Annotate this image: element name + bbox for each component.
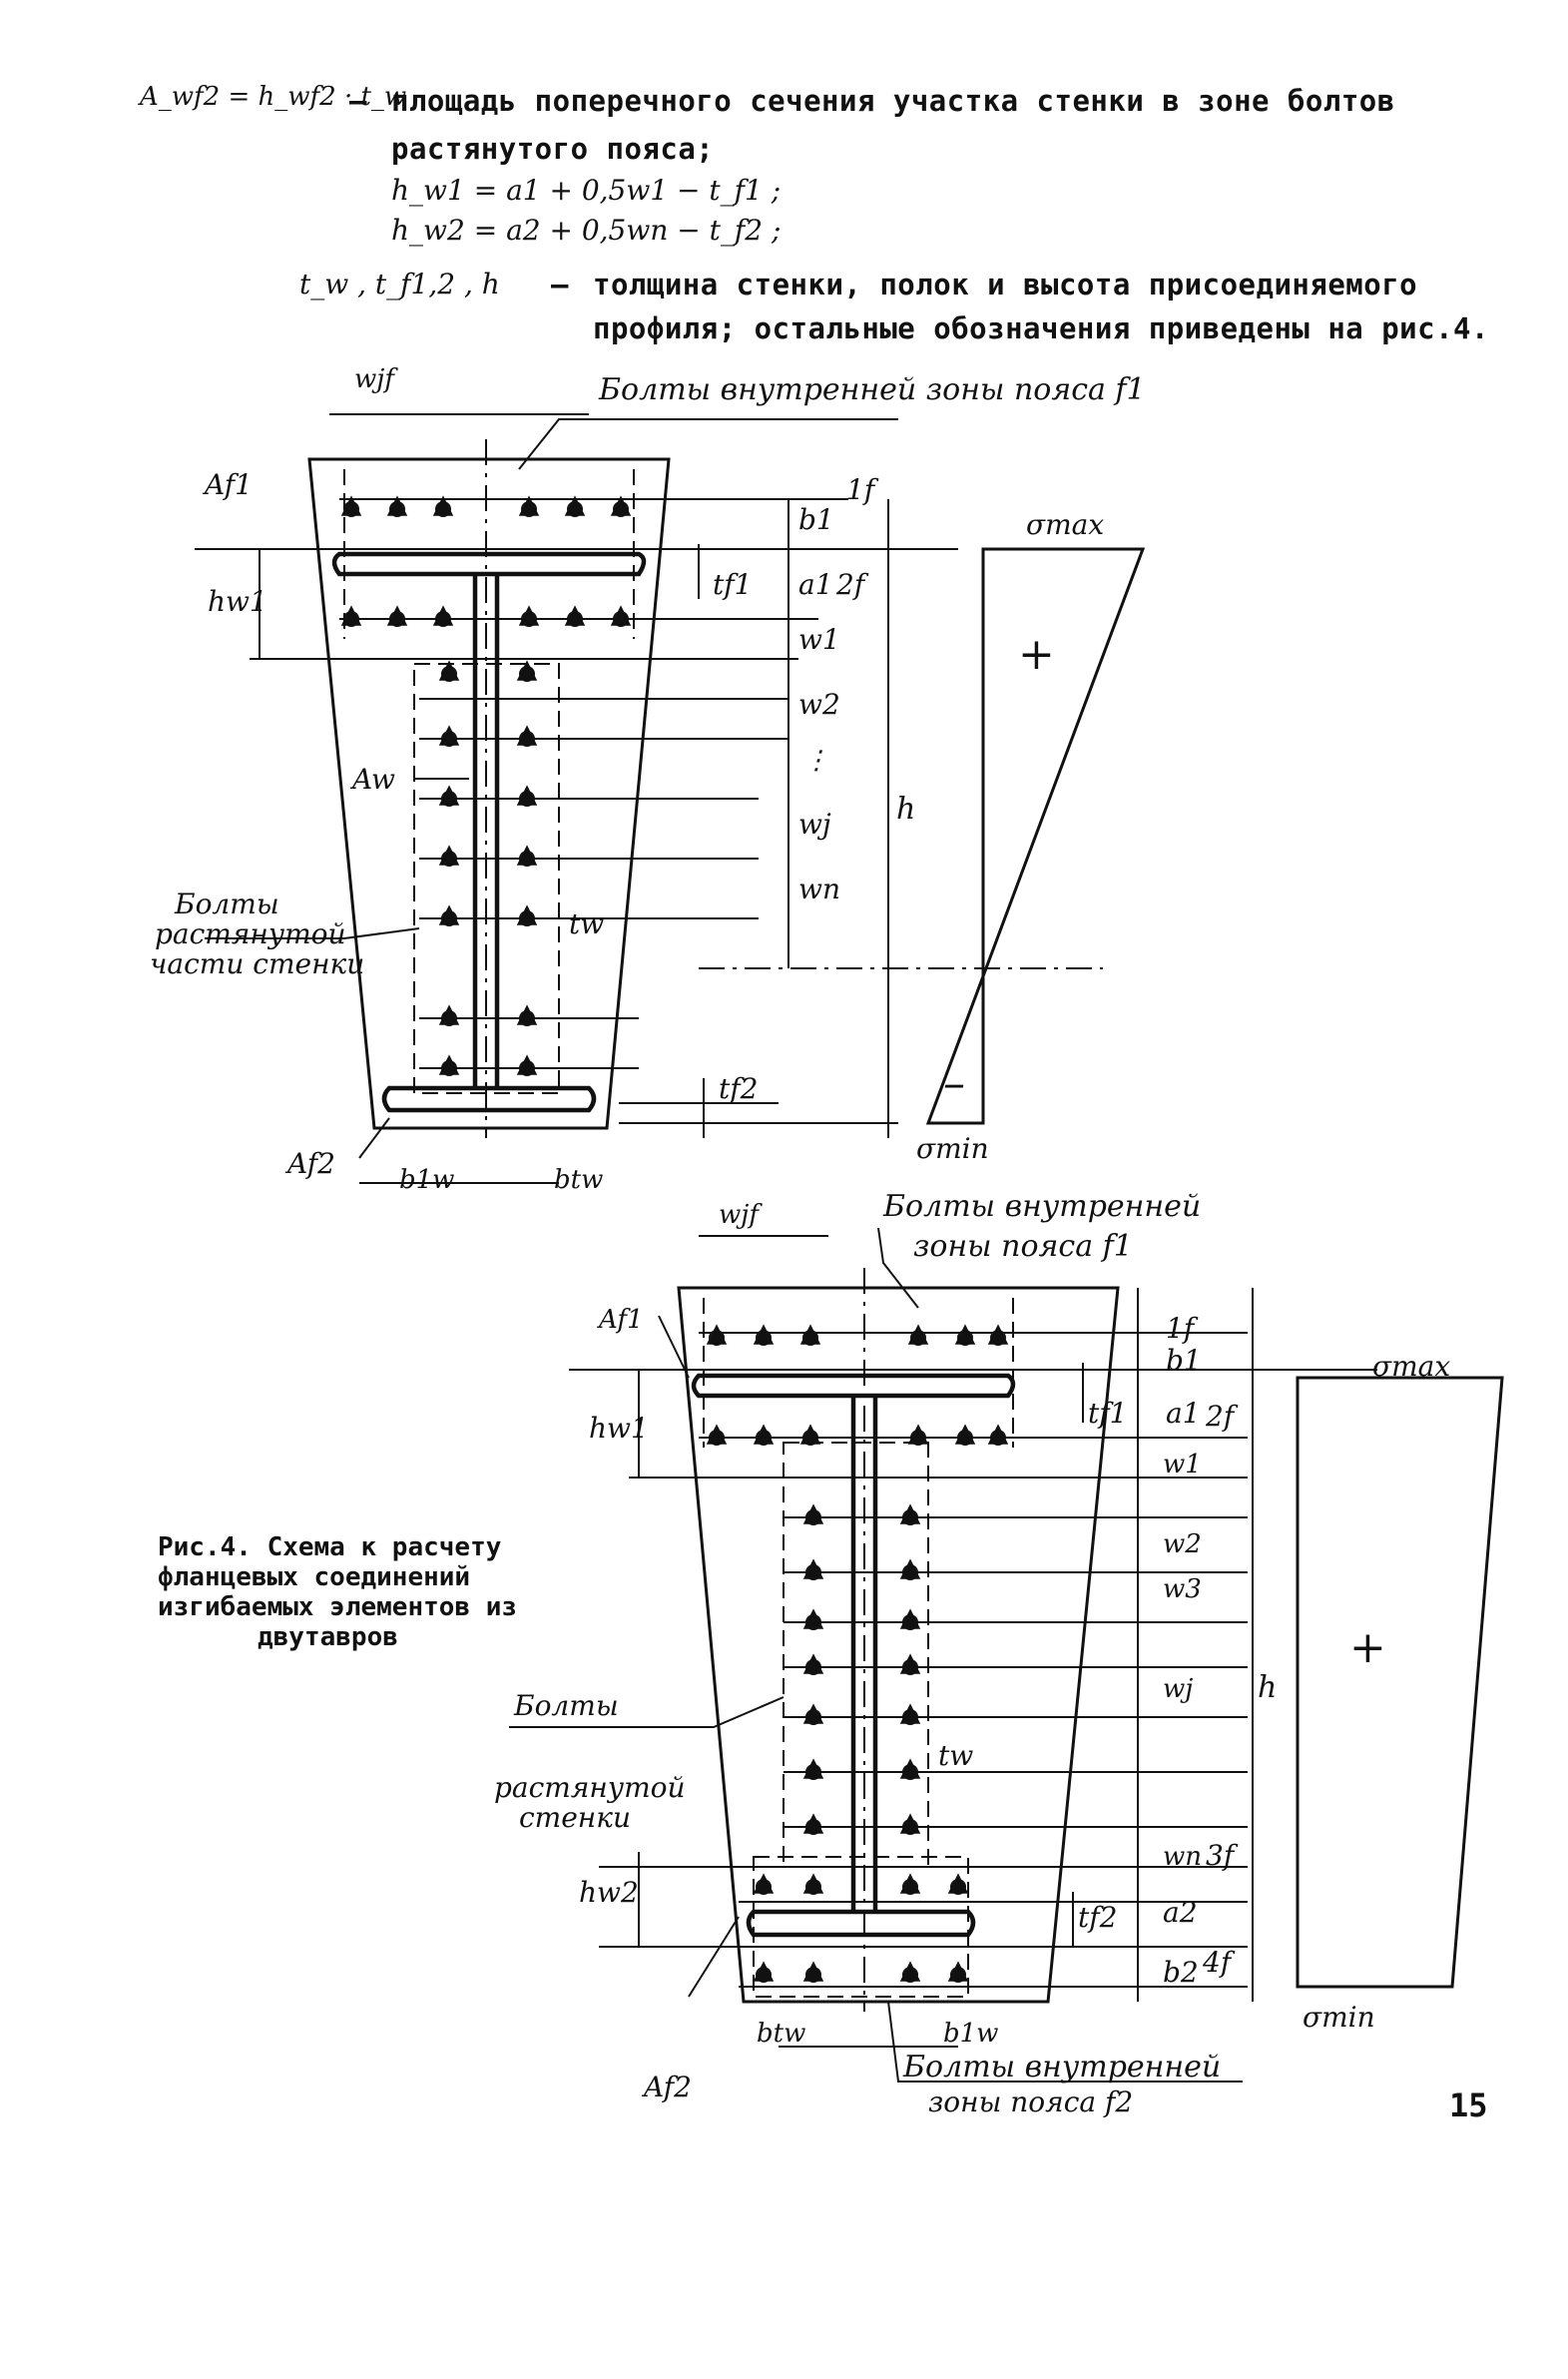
top-label-sigma-max: σmax xyxy=(1026,508,1104,541)
definition-2-symbol: t_w , t_f1,2 , h xyxy=(299,268,500,300)
bottom-label-hw2: hw2 xyxy=(579,1876,639,1909)
bottom-label-tf1: tf1 xyxy=(1088,1397,1127,1430)
bottom-label-plus: + xyxy=(1349,1622,1386,1673)
bottom-label-tw: tw xyxy=(938,1739,973,1772)
top-label-af1: Af1 xyxy=(202,468,253,501)
top-label-btw: btw xyxy=(554,1165,603,1195)
top-side-callout-line2: растянутой xyxy=(155,917,346,950)
top-side-callout-line3: части стенки xyxy=(150,947,364,980)
bottom-label-a2: a2 xyxy=(1163,1896,1198,1929)
top-label-w2: w2 xyxy=(798,688,840,721)
formula-hw1: h_w1 = a1 + 0,5w1 − t_f1 ; xyxy=(391,174,782,207)
top-callout-line1: Болты внутренней зоны пояса f1 xyxy=(598,372,1146,407)
top-flange-plate xyxy=(307,457,671,1130)
bottom-label-w1: w1 xyxy=(1163,1450,1202,1480)
bottom-beam-web xyxy=(850,1396,878,1912)
definition-1-text: площадь поперечного сечения участка стен… xyxy=(391,84,1395,118)
bottom-beam-bottom-flange xyxy=(746,1909,976,1938)
bottom-figure-labels: Болты внутренней зоны пояса f1 Af1 hw1 w… xyxy=(494,1189,1450,2118)
bottom-side-callout-line2: растянутой xyxy=(494,1771,686,1804)
bottom-side-callout-line1: Болты xyxy=(513,1689,619,1722)
bottom-label-w3: w3 xyxy=(1163,1574,1202,1604)
caption-line-3: изгибаемых элементов из xyxy=(158,1592,518,1622)
top-side-callout-line1: Болты xyxy=(174,888,279,920)
definition-1-text-continued: растянутого пояса; xyxy=(391,132,715,166)
bottom-callout-bottom-line2: зоны пояса f2 xyxy=(928,2085,1133,2118)
top-label-af2: Af2 xyxy=(284,1147,335,1180)
formula-hw2: h_w2 = a2 + 0,5wn − t_f2 ; xyxy=(391,214,782,247)
top-label-b1w: b1w xyxy=(399,1165,454,1195)
bottom-label-b1w: b1w xyxy=(943,2019,998,2049)
bottom-flange-plate xyxy=(677,1286,1120,2004)
bottom-label-2f: 2f xyxy=(1205,1400,1239,1433)
bottom-label-wn: wn xyxy=(1163,1842,1202,1872)
bottom-label-tf2: tf2 xyxy=(1078,1901,1117,1934)
caption-line-2: фланцевых соединений xyxy=(158,1562,471,1592)
top-label-hw1: hw1 xyxy=(208,585,267,618)
top-label-wn: wn xyxy=(798,873,840,905)
bottom-label-1f: 1f xyxy=(1166,1312,1199,1345)
top-label-a1: a1 xyxy=(798,568,833,601)
bottom-label-af1: Af1 xyxy=(597,1305,643,1335)
top-label-2f: 2f xyxy=(835,568,869,601)
bottom-beam-top-flange xyxy=(691,1373,1016,1399)
definition-2-text-continued: профиля; остальные обозначения приведены… xyxy=(593,311,1489,345)
bottom-callout-top-line1: Болты внутренней xyxy=(882,1189,1201,1224)
top-label-minus: – xyxy=(943,1058,965,1109)
bottom-label-a1: a1 xyxy=(1166,1397,1201,1430)
bottom-label-sigma-max: σmax xyxy=(1372,1350,1450,1383)
bottom-callout-top-line2: зоны пояса f1 xyxy=(913,1229,1133,1264)
page-number: 15 xyxy=(1449,2086,1488,2124)
definition-1-dash: – xyxy=(349,84,367,118)
top-label-sigma-min: σmin xyxy=(916,1132,989,1165)
top-label-b1: b1 xyxy=(798,503,834,536)
bottom-label-w2: w2 xyxy=(1163,1529,1202,1559)
bottom-label-3f: 3f xyxy=(1206,1839,1239,1872)
top-beam-top-flange xyxy=(331,551,647,577)
top-label-plus: + xyxy=(1018,629,1055,680)
top-label-wjf: wjf xyxy=(354,364,398,394)
top-label-h: h xyxy=(896,792,915,827)
caption-line-4: двутавров xyxy=(258,1622,398,1652)
bottom-label-hw1: hw1 xyxy=(589,1412,649,1445)
bottom-label-wj: wj xyxy=(1163,1674,1193,1704)
bottom-label-h: h xyxy=(1258,1670,1277,1705)
top-label-dots: ⋮ xyxy=(803,746,829,776)
caption-line-1: Рис.4. Схема к расчету xyxy=(158,1532,502,1562)
top-label-aw: Aw xyxy=(349,763,395,796)
definition-2-text: толщина стенки, полок и высота присоедин… xyxy=(593,268,1418,301)
definition-1-symbol: A_wf2 = h_wf2 · t_w xyxy=(140,82,407,112)
figure-caption: Рис.4. Схема к расчету фланцевых соедине… xyxy=(158,1532,587,1652)
bottom-stress-diagram xyxy=(1296,1376,1504,1989)
top-label-1f: 1f xyxy=(846,473,879,506)
bottom-label-sigma-min: σmin xyxy=(1303,2001,1375,2034)
top-label-w1: w1 xyxy=(798,623,840,656)
bottom-label-af2: Af2 xyxy=(641,2071,692,2103)
top-figure xyxy=(195,413,1146,1184)
top-label-wj: wj xyxy=(798,808,831,841)
top-beam-bottom-flange xyxy=(381,1085,597,1113)
bottom-label-wjf: wjf xyxy=(719,1200,763,1230)
top-label-tf2: tf2 xyxy=(719,1072,758,1105)
top-label-tf1: tf1 xyxy=(713,568,752,601)
bottom-label-4f: 4f xyxy=(1202,1946,1236,1979)
bottom-label-btw: btw xyxy=(757,2019,805,2049)
bottom-callout-bottom-line1: Болты внутренней xyxy=(902,2050,1221,2084)
top-label-tw: tw xyxy=(569,907,604,940)
bottom-side-callout-line3: стенки xyxy=(519,1801,631,1834)
top-figure-labels: Болты внутренней зоны пояса f1 Af1 hw1 w… xyxy=(150,364,1146,1195)
bottom-label-b1: b1 xyxy=(1166,1344,1202,1377)
bottom-figure xyxy=(509,1227,1504,2082)
bottom-label-b2: b2 xyxy=(1163,1956,1199,1989)
definition-2-dash: – xyxy=(551,268,569,301)
